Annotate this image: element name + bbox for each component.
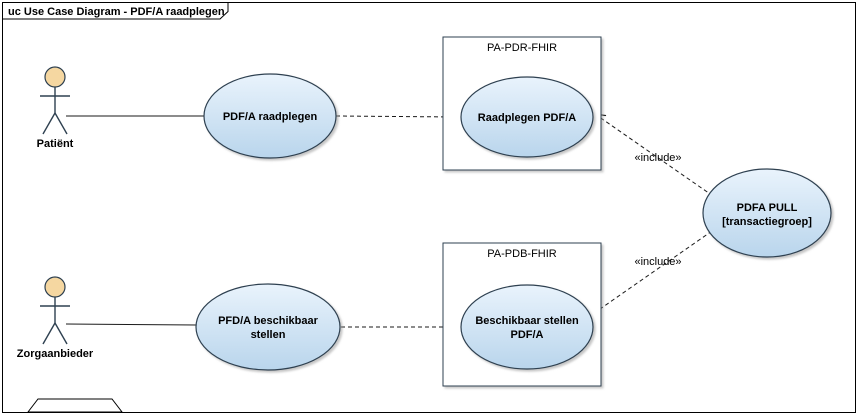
actor-zorgaanbieder-head	[44, 276, 66, 298]
actor-patient-label: Patiënt	[37, 138, 74, 150]
frame-bottom-tab	[26, 398, 124, 413]
usecase-beschikbaar-stellen-pdfa: Beschikbaar stellen PDF/A	[460, 284, 594, 370]
usecase-raadplegen-pdfa: Raadplegen PDF/A	[460, 76, 594, 158]
usecase-pdfa-pull-label-line1: PDFA PULL	[737, 202, 798, 214]
usecase-pdfa-raadplegen-label: PDF/A raadplegen	[223, 111, 318, 123]
usecase-beschikbaar-stellen-label-line1: Beschikbaar stellen	[475, 315, 579, 327]
actor-zorgaanbieder: Zorgaanbieder	[17, 276, 94, 360]
actor-patient-head	[44, 66, 66, 88]
include-pdfa-pull-to-raadplegen-pdfa	[595, 114, 714, 197]
usecase-pfda-beschikbaar-label-line1: PFD/A beschikbaar	[218, 315, 319, 327]
boundary-pa-pdb-fhir-label: PA-PDB-FHIR	[487, 248, 557, 260]
usecase-pdfa-raadplegen: PDF/A raadplegen	[203, 73, 337, 159]
frame-title-tab	[2, 2, 229, 20]
usecase-pfda-beschikbaar-stellen: PFD/A beschikbaar stellen	[195, 283, 341, 371]
boundary-pa-pdr-fhir-label: PA-PDR-FHIR	[487, 42, 557, 54]
actor-patient: Patiënt	[37, 66, 74, 150]
usecase-raadplegen-pdfa-label: Raadplegen PDF/A	[478, 112, 576, 124]
include-pdfa-pull-to-beschikbaar-stellen	[590, 230, 713, 316]
usecase-beschikbaar-stellen-label-line2: PDF/A	[511, 329, 544, 341]
usecase-pfda-beschikbaar-label-line2: stellen	[251, 329, 286, 341]
actor-zorgaanbieder-label: Zorgaanbieder	[17, 348, 94, 360]
usecase-pdfa-pull: PDFA PULL [transactiegroep]	[702, 168, 832, 258]
include-stereotype-bottom: «include»	[634, 256, 681, 268]
include-stereotype-top: «include»	[634, 152, 681, 164]
association-zorgaanbieder-pfda-beschikbaar	[65, 323, 198, 326]
dependency-pdfa-raadplegen-to-raadplegen-pdfa	[335, 116, 458, 117]
usecase-pdfa-pull-label-line2: [transactiegroep]	[722, 216, 812, 228]
frame-title: uc Use Case Diagram - PDF/A raadplegen	[8, 6, 225, 18]
